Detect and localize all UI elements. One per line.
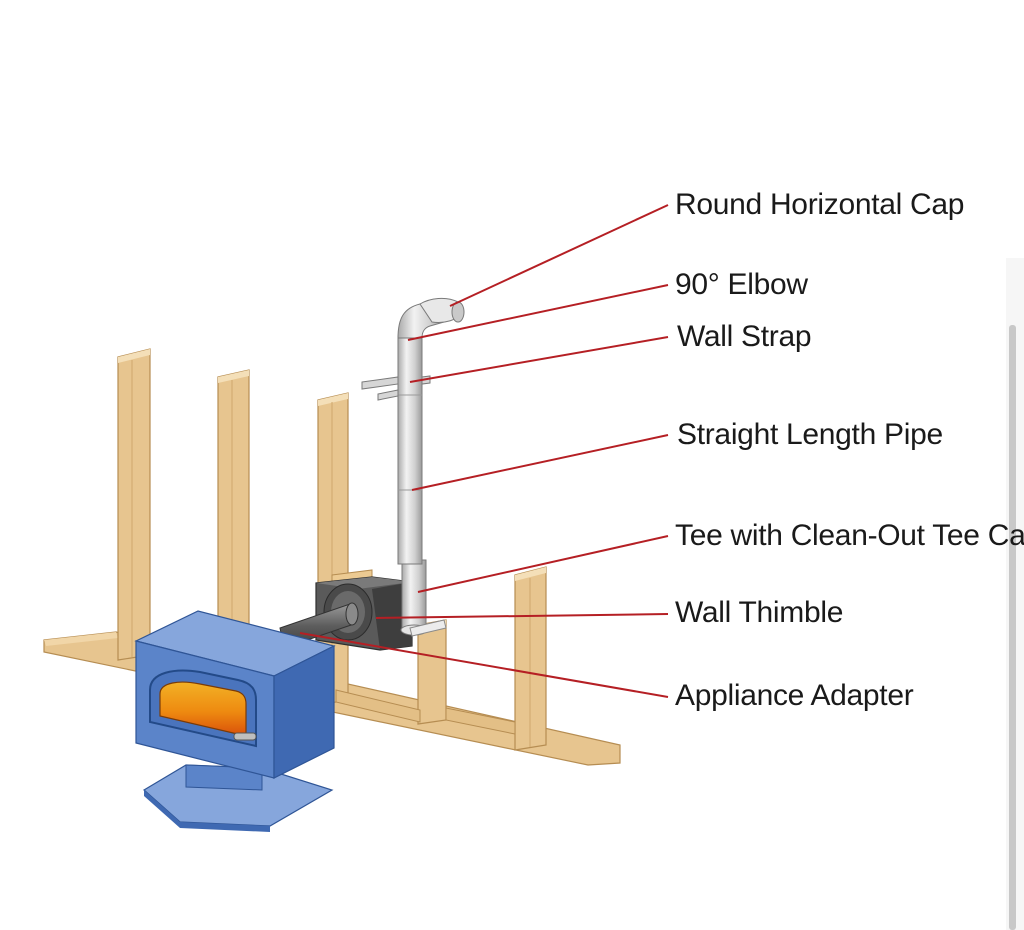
leader-wall-strap: [409, 336, 669, 383]
label-wall-thimble: Wall Thimble: [675, 596, 843, 629]
stud-2: [217, 369, 250, 646]
stud-1: [117, 348, 151, 661]
leader-wall-thimble: [375, 613, 669, 619]
leader-tee-clean-out: [417, 535, 669, 593]
tee-cap-base: [409, 619, 447, 637]
callout-labels: Round Horizontal Cap 90° Elbow Wall Stra…: [675, 188, 1024, 712]
label-appliance-adapter: Appliance Adapter: [675, 679, 914, 712]
sill-block: [335, 689, 421, 723]
label-elbow: 90° Elbow: [675, 268, 808, 301]
scrollbar-thumb[interactable]: [1009, 325, 1016, 930]
leader-round-horizontal-cap: [449, 204, 669, 307]
stud-4: [417, 619, 447, 725]
door-handle: [233, 732, 257, 741]
vertical-chimney-pipe: [397, 297, 465, 637]
label-wall-strap: Wall Strap: [677, 320, 811, 353]
stud-5: [514, 566, 547, 751]
label-straight-length-pipe: Straight Length Pipe: [677, 418, 943, 451]
label-tee-clean-out: Tee with Clean-Out Tee Cap: [675, 519, 1024, 552]
label-round-horizontal-cap: Round Horizontal Cap: [675, 188, 964, 221]
stove-side: [273, 645, 335, 779]
leader-straight-length-pipe: [411, 434, 669, 491]
fire-window: [159, 681, 247, 737]
leader-elbow: [407, 284, 669, 341]
leader-appliance-adapter: [299, 632, 669, 698]
leader-lines: [299, 204, 669, 698]
wood-stove: [134, 610, 336, 832]
